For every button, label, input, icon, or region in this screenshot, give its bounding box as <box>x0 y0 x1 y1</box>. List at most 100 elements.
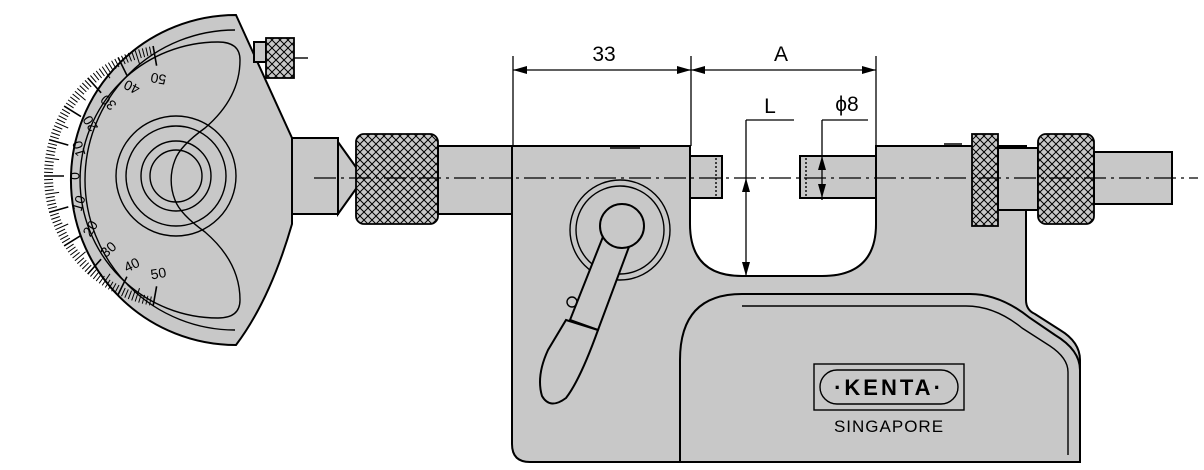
dial-tick <box>131 291 136 301</box>
dial-tick <box>74 251 86 262</box>
left-anvil <box>689 155 723 199</box>
dial-scale-label: 10 <box>69 193 89 213</box>
dial-tick <box>52 219 62 224</box>
dial-tick <box>114 284 120 294</box>
dial-tick <box>152 45 158 66</box>
dial-tick <box>92 271 100 280</box>
dial-stem <box>291 137 339 215</box>
dial-bezel-outer <box>115 115 237 237</box>
dimension-33: 33 <box>512 43 692 146</box>
dial-tick <box>72 93 80 100</box>
dial-tick <box>48 138 69 146</box>
right-anvil <box>799 155 877 199</box>
right-sleeve <box>997 147 1039 211</box>
dial-tick <box>45 153 55 156</box>
lock-lever-boss <box>569 179 671 281</box>
dial-tick <box>127 290 132 300</box>
lock-ring <box>971 133 999 227</box>
dial-tick <box>61 108 71 115</box>
dial-tick <box>63 105 82 118</box>
dimension-33-label: 33 <box>592 43 615 66</box>
dial-tick <box>58 231 67 237</box>
dial-tick <box>81 82 90 90</box>
lock-lever-pivot <box>599 203 645 249</box>
dial-tick <box>44 185 54 188</box>
dial-tick <box>149 296 152 306</box>
dial-tick <box>104 64 111 73</box>
dial-tick <box>72 252 80 259</box>
dial-tick <box>47 202 57 206</box>
dial-tick <box>79 259 87 267</box>
dial-tick <box>145 47 149 57</box>
dial-tick <box>121 55 126 65</box>
dial-tick <box>131 51 136 61</box>
dial-inner-rim <box>84 29 236 331</box>
dial-tick <box>44 164 54 167</box>
dial-adjust-screw <box>253 37 308 79</box>
dial-tick <box>50 135 59 140</box>
dial-tick <box>127 52 132 62</box>
dial-tick <box>67 99 76 106</box>
lock-lever <box>539 147 671 405</box>
dial-tick <box>47 206 58 210</box>
dial-tick <box>56 228 66 234</box>
logo-badge <box>819 369 959 405</box>
dial-scale-label: 20 <box>79 113 101 135</box>
dial-tick <box>107 281 114 290</box>
dial-tick <box>111 60 117 69</box>
dial-tick <box>76 88 85 95</box>
dial-tick <box>47 142 58 146</box>
dial-tick <box>90 75 97 83</box>
dial-tick <box>55 121 69 129</box>
dial-scale-label: 40 <box>121 254 142 275</box>
dial-tick <box>117 276 128 295</box>
dial-tick <box>76 257 85 264</box>
dial-tick <box>95 273 102 282</box>
dial-tick <box>60 111 69 118</box>
left-knurled-nut <box>355 133 439 225</box>
dial-tick <box>65 102 74 109</box>
dial-tick <box>92 72 100 81</box>
dial-tick <box>50 212 59 217</box>
dial-tick <box>53 222 63 227</box>
logo-text: ·KENTA· <box>834 375 944 400</box>
dial-scale-label: 10 <box>69 139 89 159</box>
dial-tick <box>111 283 117 292</box>
dial-tick <box>65 243 74 250</box>
left-spindle-sleeve <box>437 145 515 215</box>
dial-tick <box>101 273 111 286</box>
dimension-L: L <box>742 95 794 276</box>
dial-tick <box>67 246 76 253</box>
dial-tick <box>44 182 54 184</box>
dimension-phi8: ϕ8 <box>818 93 868 200</box>
dial-tick <box>45 191 60 195</box>
dial-tick <box>44 160 54 163</box>
dial-tick <box>121 287 126 297</box>
dial-tick <box>48 206 69 214</box>
frame-edge <box>689 146 877 277</box>
dial-tick <box>46 199 56 203</box>
dial-tick <box>117 57 128 76</box>
dial-tick <box>138 49 142 59</box>
grip-plate-inner <box>742 305 1069 455</box>
dial-tick <box>51 216 60 220</box>
dial-tick <box>61 237 71 244</box>
right-knurled-thimble <box>1037 133 1095 225</box>
dial-tick <box>101 66 111 79</box>
dial-tick <box>58 115 67 121</box>
dial-hub-outer <box>140 140 212 212</box>
dial-tick <box>145 295 149 305</box>
dial-tick <box>124 54 129 63</box>
dial-tick <box>55 223 69 231</box>
dial-tick <box>134 288 140 302</box>
dial-tick <box>107 62 114 71</box>
dial-tick <box>53 125 63 130</box>
dial-tick <box>56 118 66 124</box>
dial-tick <box>114 58 120 68</box>
dial-housing <box>70 13 293 347</box>
dial-tick <box>95 70 102 79</box>
dial-tick <box>52 128 62 133</box>
